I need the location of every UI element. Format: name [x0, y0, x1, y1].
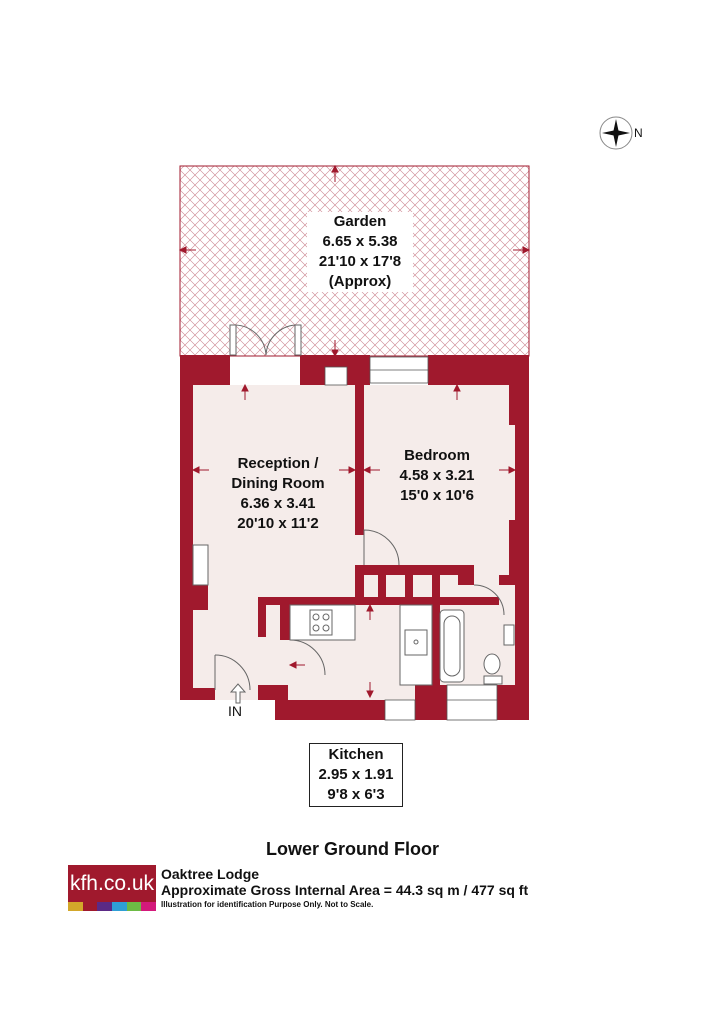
basin: [503, 624, 515, 646]
bath-tub: [439, 609, 465, 683]
toilet: [483, 653, 503, 685]
logo-text: kfh.co.uk: [68, 865, 156, 902]
kitchen-name: Kitchen: [328, 746, 384, 763]
bedroom-label: Bedroom 4.58 x 3.21 15'0 x 10'6: [389, 446, 485, 506]
kitchen-counter: [192, 544, 433, 686]
garden-size-m: 6.65 x 5.38: [322, 233, 398, 250]
dimension-arrows: [178, 164, 531, 699]
footer-info: Oaktree Lodge Approximate Gross Internal…: [161, 866, 528, 912]
garden-note: (Approx): [328, 273, 392, 290]
entry-arrow-icon: [229, 683, 247, 704]
bedroom-size-ft: 15'0 x 10'6: [400, 487, 474, 504]
reception-name: Reception /: [237, 455, 319, 472]
kfh-logo: kfh.co.uk: [68, 865, 157, 911]
logo-bar-segment: [82, 902, 98, 911]
logo-bar-segment: [112, 902, 127, 911]
north-arrow-icon: [599, 116, 633, 150]
reception-name-2: Dining Room: [231, 475, 325, 492]
door-swings: [214, 529, 505, 691]
compass-label: N: [634, 126, 643, 140]
bedroom-size-m: 4.58 x 3.21: [399, 467, 475, 484]
logo-color-bar: [68, 902, 157, 911]
kitchen-size-ft: 9'8 x 6'3: [327, 786, 385, 803]
garden-name: Garden: [333, 213, 387, 230]
reception-size-ft: 20'10 x 11'2: [237, 515, 319, 532]
reception-size-m: 6.36 x 3.41: [240, 495, 316, 512]
garden-label: Garden 6.65 x 5.38 21'10 x 17'8 (Approx): [307, 212, 413, 292]
entrance-label: IN: [228, 703, 242, 719]
floor-area: [193, 385, 515, 700]
gross-area: Approximate Gross Internal Area = 44.3 s…: [161, 882, 529, 898]
logo-bar-segment: [126, 902, 142, 911]
property-name: Oaktree Lodge: [161, 866, 260, 882]
floor-title: Lower Ground Floor: [266, 839, 439, 859]
french-doors: [229, 324, 302, 356]
kitchen-label: Kitchen 2.95 x 1.91 9'8 x 6'3: [309, 743, 403, 807]
logo-bar-segment: [68, 902, 83, 911]
logo-bar-segment: [141, 902, 157, 911]
windows: [324, 356, 498, 721]
garden-size-ft: 21'10 x 17'8: [318, 253, 402, 270]
bedroom-name: Bedroom: [404, 447, 470, 464]
disclaimer: Illustration for identification Purpose …: [161, 900, 374, 909]
logo-bar-segment: [97, 902, 113, 911]
reception-label: Reception / Dining Room 6.36 x 3.41 20'1…: [216, 454, 340, 534]
kitchen-size-m: 2.95 x 1.91: [318, 766, 394, 783]
walls: [180, 355, 529, 720]
